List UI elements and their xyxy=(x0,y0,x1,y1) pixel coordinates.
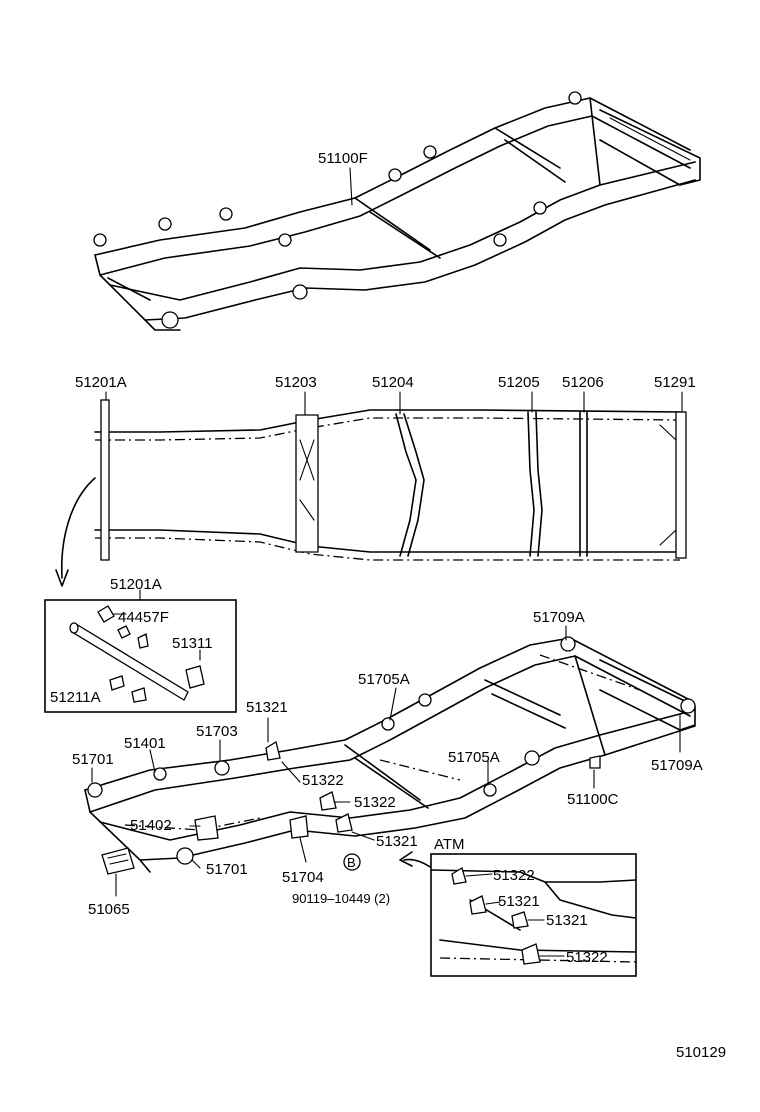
atm-inset: ATM 51322 51321 51321 51322 xyxy=(430,836,637,977)
atm-label-51321-a: 51321 xyxy=(498,893,540,910)
frame-ladder-plan: 51201A 51203 51204 51205 51206 51291 xyxy=(55,374,696,587)
label-51705A-mid: 51705A xyxy=(448,749,500,766)
label-51704: 51704 xyxy=(282,869,324,886)
label-51701-top: 51701 xyxy=(72,751,114,768)
label-51065: 51065 xyxy=(88,901,130,918)
label-51100F: 51100F xyxy=(318,150,368,167)
label-51205: 51205 xyxy=(498,374,540,391)
frame-assembly-top: 51100F xyxy=(93,91,701,331)
label-bolt-part-number: 90119–10449 (2) xyxy=(292,891,390,906)
label-51322-a: 51322 xyxy=(302,772,344,789)
label-51322-b: 51322 xyxy=(354,794,396,811)
frame-assembly-bottom: B 51709A 51709A 51705A 51705A 51321 5170… xyxy=(72,609,703,918)
label-51701-bottom: 51701 xyxy=(206,861,248,878)
label-51100C: 51100C xyxy=(567,791,619,808)
label-51203: 51203 xyxy=(275,374,317,391)
label-51401: 51401 xyxy=(124,735,166,752)
atm-label-51322-a: 51322 xyxy=(493,867,535,884)
atm-label-51321-b: 51321 xyxy=(546,912,588,929)
bolt-reference-letter: B xyxy=(347,855,356,870)
label-51206: 51206 xyxy=(562,374,604,391)
label-51321-mid: 51321 xyxy=(376,833,418,850)
label-51709A-top: 51709A xyxy=(533,609,585,626)
detail-box-title: 51201A xyxy=(110,576,162,593)
label-51291: 51291 xyxy=(654,374,696,391)
label-51211A: 51211A xyxy=(50,689,101,706)
label-51204: 51204 xyxy=(372,374,414,391)
label-51201A: 51201A xyxy=(75,374,127,391)
figure-code: 510129 xyxy=(676,1044,726,1061)
atm-label-51322-b: 51322 xyxy=(566,949,608,966)
label-51709A-right: 51709A xyxy=(651,757,703,774)
label-51703: 51703 xyxy=(196,723,238,740)
label-51402: 51402 xyxy=(130,817,172,834)
label-51705A-top: 51705A xyxy=(358,671,410,688)
label-44457F: 44457F xyxy=(118,609,169,626)
label-51311: 51311 xyxy=(172,635,213,652)
detail-box-51201A: 51201A 44457F 51311 51211A xyxy=(44,576,237,713)
label-51321-top: 51321 xyxy=(246,699,288,716)
atm-inset-title: ATM xyxy=(434,836,465,853)
